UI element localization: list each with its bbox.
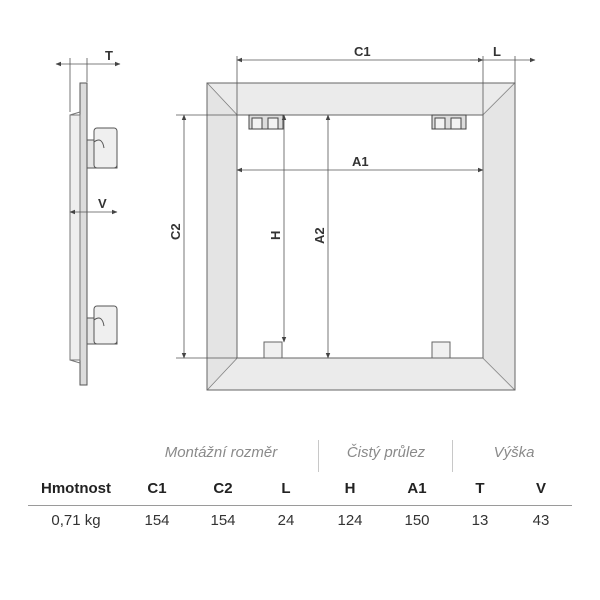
cell-v: 43 [532,512,550,529]
header-v: V [535,480,546,497]
front-latch-bottom-right [431,341,451,359]
dimension-H: H [268,114,287,343]
group-mount: Montážní rozměr [164,444,278,461]
technical-drawing: T V [55,44,536,391]
group-separator [452,440,453,472]
header-h: H [344,480,356,497]
header-c1: C1 [147,480,167,497]
cell-a1: 150 [404,512,430,529]
dimension-T: T [55,48,121,112]
front-hinge-top-left [248,114,284,130]
side-body [69,114,81,361]
dimension-A2: A2 [312,114,331,359]
side-view: T V [55,48,121,386]
group-height: Výška [493,444,535,461]
group-clear: Čistý průlez [346,444,426,461]
dimension-C2: C2 [168,114,237,359]
dimension-L: L [470,44,536,83]
dimension-A1: A1 [236,154,484,173]
header-t: T [475,480,485,497]
cell-c2: 154 [210,512,236,529]
label-V: V [98,196,107,211]
cell-weight: 0,71 kg [51,512,101,529]
front-view: C1 L A1 C2 H A2 [168,44,536,391]
side-hinge-bottom [86,305,118,345]
dimension-C1: C1 [236,44,484,115]
side-frame-rim [79,82,88,386]
label-H: H [268,231,283,240]
label-C2: C2 [168,223,183,240]
table-divider [28,505,572,506]
label-A1: A1 [352,154,369,169]
dimension-V: V [69,196,118,215]
cell-t: 13 [471,512,489,529]
label-C1: C1 [354,44,371,59]
cell-c1: 154 [144,512,170,529]
front-latch-bottom-left [263,341,283,359]
side-hinge-top [86,127,118,169]
header-c2: C2 [213,480,233,497]
label-L: L [493,44,501,59]
header-l: L [281,480,291,497]
label-T: T [105,48,113,63]
cell-h: 124 [337,512,363,529]
header-a1: A1 [407,480,427,497]
label-A2: A2 [312,227,327,244]
group-separator [318,440,319,472]
header-weight: Hmotnost [41,480,111,497]
front-hinge-top-right [431,114,467,130]
cell-l: 24 [277,512,295,529]
